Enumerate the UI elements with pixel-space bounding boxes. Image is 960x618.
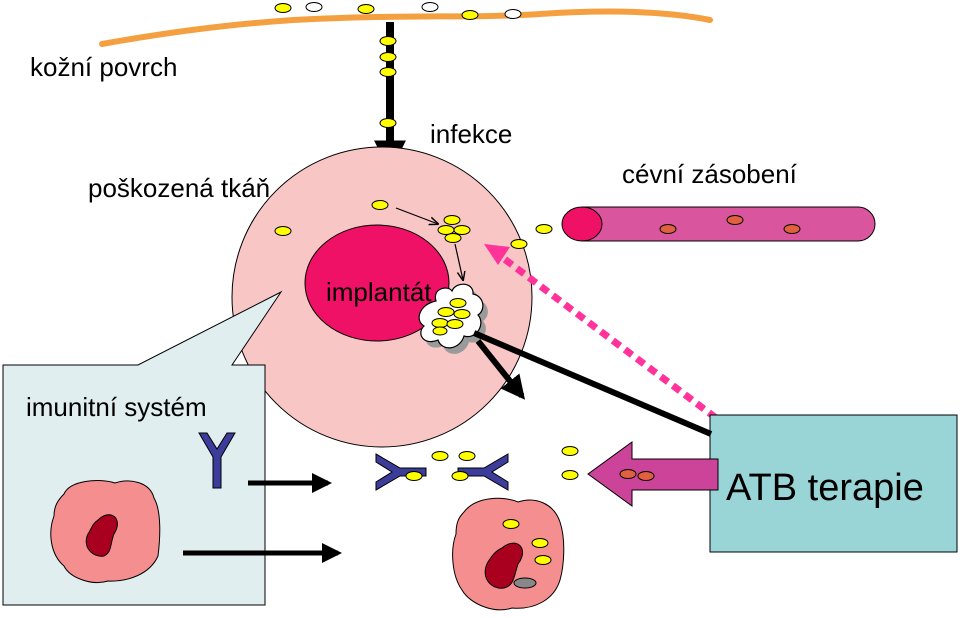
macrophage-cell xyxy=(50,480,161,583)
antibody-right xyxy=(457,453,509,491)
atb-biofilm-line xyxy=(472,330,713,437)
free-bacteria xyxy=(405,446,579,481)
bacteria-cluster-arrow xyxy=(395,207,438,224)
skin-bacteria xyxy=(274,2,522,20)
biofilm-cluster xyxy=(418,283,488,354)
biofilm-arrow xyxy=(454,243,463,280)
implant xyxy=(304,224,450,342)
atb-penetration-arrowhead xyxy=(484,244,510,265)
skin-surface-label: kožní povrch xyxy=(30,52,177,82)
blood-vessel xyxy=(561,206,876,242)
biofilm-release-arrow xyxy=(475,339,525,400)
damaged-tissue-label: poškozená tkáň xyxy=(88,173,270,203)
atb-therapy-box xyxy=(709,414,958,553)
skin-surface-line xyxy=(99,8,713,47)
infection-label: infekce xyxy=(430,119,512,149)
immune-system-label: imunitní systém xyxy=(26,392,207,422)
phagocyte-cell xyxy=(452,497,565,611)
arrow-bacteria xyxy=(379,36,397,128)
antibody-icon xyxy=(198,432,236,489)
tissue-bacteria xyxy=(274,200,553,249)
atb-arrow-cells xyxy=(619,469,655,481)
atb-therapy-label: ATB terapie xyxy=(726,467,924,509)
vascular-supply-label: cévní zásobení xyxy=(622,159,798,189)
implant-label: implantát xyxy=(326,277,432,307)
